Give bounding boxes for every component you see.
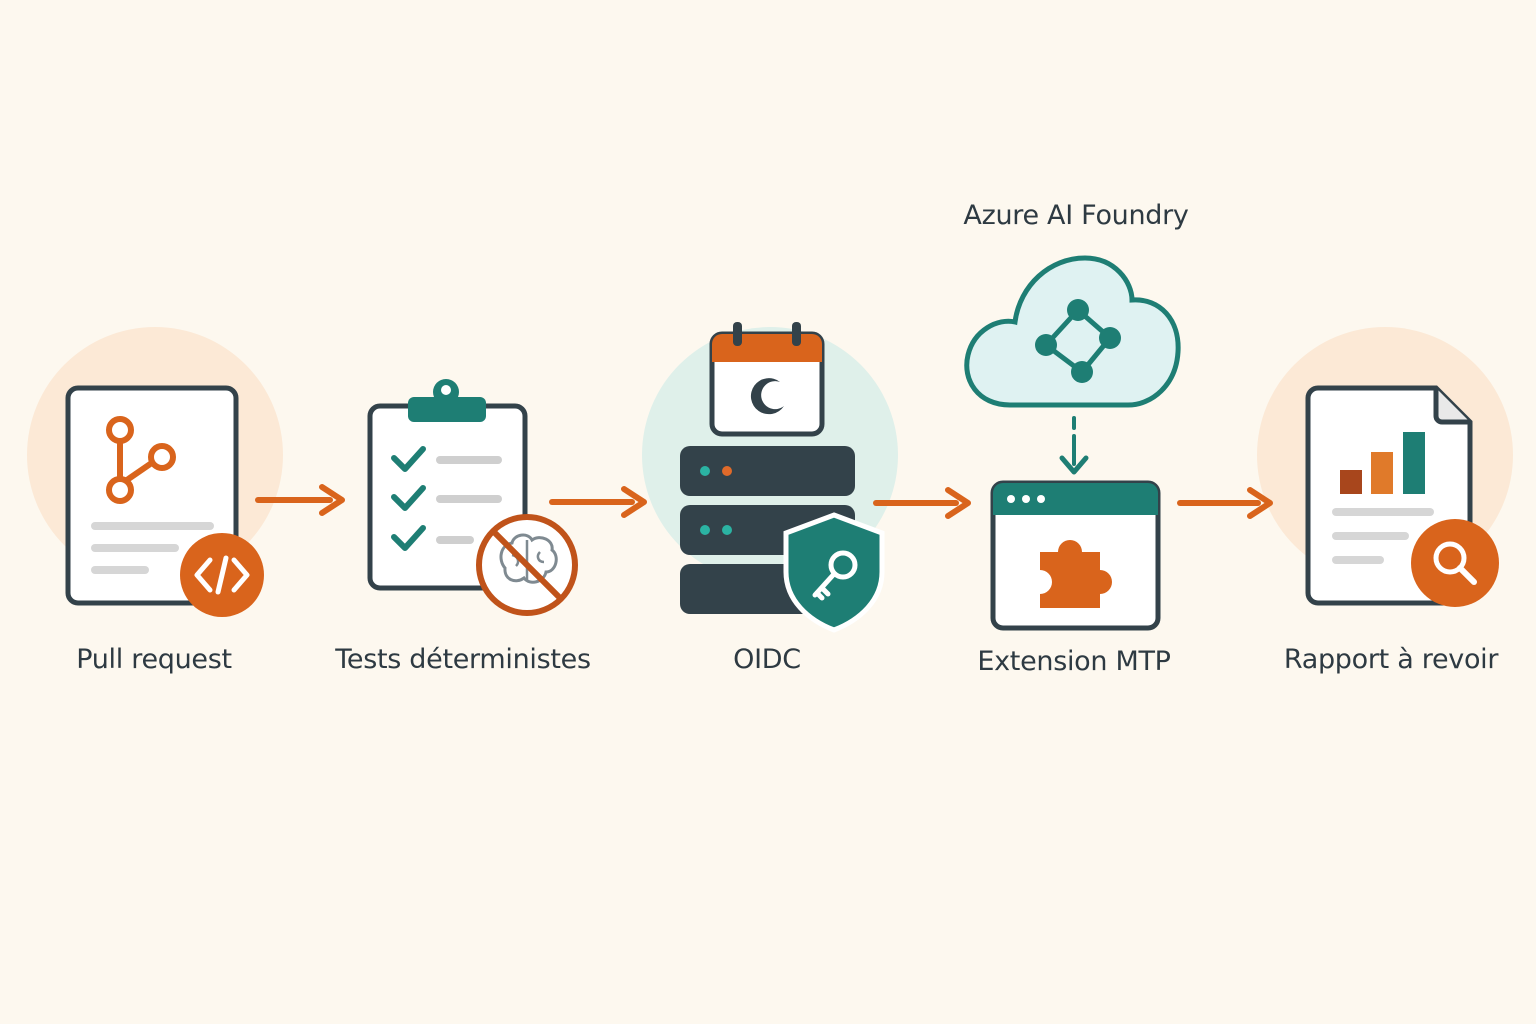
magnifier-icon xyxy=(1411,519,1499,607)
no-brain-icon xyxy=(476,514,578,616)
flow-arrow-3 xyxy=(873,487,971,519)
step-label-tests: Tests déterministes xyxy=(335,644,591,675)
step-label-pull-request: Pull request xyxy=(76,644,232,675)
step-label-extension: Extension MTP xyxy=(977,646,1171,677)
cloud-network-icon xyxy=(964,255,1181,408)
calendar-moon-icon xyxy=(709,322,825,437)
puzzle-window-icon xyxy=(990,480,1161,631)
flow-arrow-2 xyxy=(549,486,647,518)
flow-arrow-1 xyxy=(255,484,345,516)
step-label-oidc: OIDC xyxy=(733,644,801,675)
shield-key-icon xyxy=(783,512,885,633)
step-label-report: Rapport à revoir xyxy=(1283,644,1499,675)
cloud-title: Azure AI Foundry xyxy=(963,200,1189,231)
down-arrow xyxy=(1059,416,1089,475)
flow-arrow-4 xyxy=(1177,487,1273,519)
code-icon xyxy=(180,533,264,617)
branch-icon xyxy=(106,416,176,504)
